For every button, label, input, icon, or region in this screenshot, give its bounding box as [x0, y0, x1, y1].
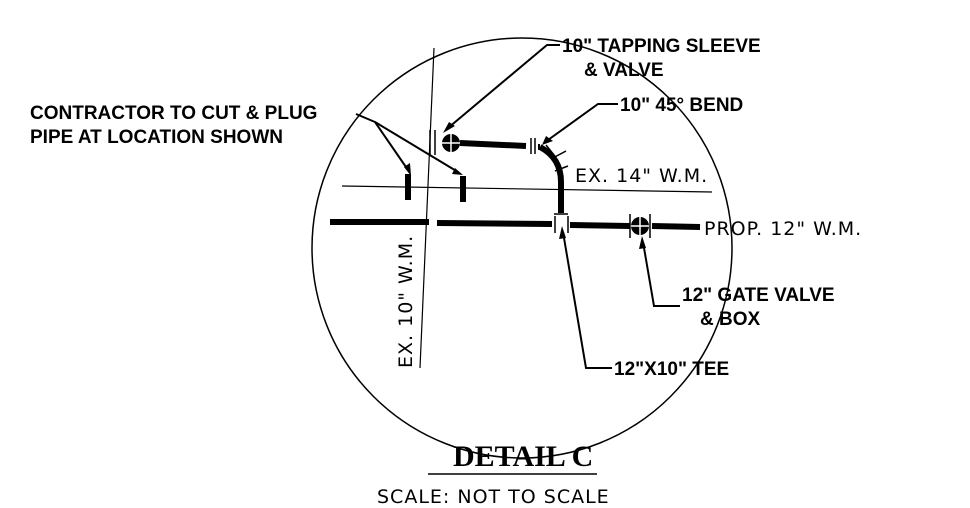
tapping-sleeve-label-line1: 10" TAPPING SLEEVE [562, 36, 761, 57]
tapping-sleeve-label-line2: & VALVE [584, 60, 664, 81]
detail-circle [311, 37, 733, 459]
existing-10-main-line [419, 47, 435, 369]
tee-label: 12"X10" TEE [614, 359, 729, 380]
prop-12-wm-label: PROP. 12" W.M. [704, 218, 862, 240]
tapping-valve-symbol [429, 130, 460, 155]
leader-arrowheads [404, 122, 646, 249]
cut-plug-markers [405, 174, 466, 202]
contractor-label-line1: CONTRACTOR TO CUT & PLUG [30, 103, 317, 124]
tee-fitting [554, 216, 569, 233]
leaders [355, 44, 680, 369]
bend-label: 10" 45° BEND [620, 95, 743, 116]
bend-flange-ticks [530, 138, 569, 215]
contractor-label-line2: PIPE AT LOCATION SHOWN [30, 127, 283, 148]
existing-14-main-line [341, 185, 713, 193]
gate-valve-symbol [629, 214, 651, 238]
ex-10-wm-label: EX. 10" W.M. [395, 235, 417, 368]
branch-10-pipe [459, 140, 564, 213]
gate-valve-label-line1: 12" GATE VALVE [682, 285, 835, 306]
ex-14-wm-label: EX. 14" W.M. [575, 165, 708, 187]
gate-valve-label-line2: & BOX [700, 309, 761, 330]
detail-title: DETAIL C [453, 440, 593, 473]
scale-note: SCALE: NOT TO SCALE [377, 486, 610, 508]
proposed-12-main [330, 219, 701, 230]
